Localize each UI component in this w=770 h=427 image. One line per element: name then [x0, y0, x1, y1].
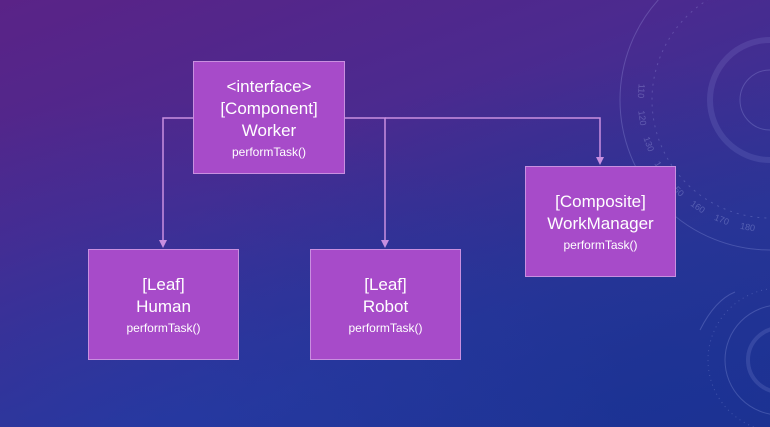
dial-ring-inner: [707, 37, 770, 163]
dial-ring-core: [739, 69, 770, 131]
robot-kind: [Leaf]: [364, 274, 407, 294]
node-robot: [Leaf] Robot performTask(): [310, 249, 461, 360]
worker-stereotype: <interface>: [226, 76, 312, 96]
edge-worker-to-workmanager: [385, 117, 604, 165]
dial-ring-outer: [619, 0, 770, 251]
dial-number-label: 180: [739, 221, 756, 233]
human-name: Human: [136, 296, 191, 316]
bottom-ring-dotted: [707, 288, 770, 427]
workmanager-name: WorkManager: [547, 213, 654, 233]
dial-number-label: 130: [642, 135, 657, 153]
human-kind: [Leaf]: [142, 274, 185, 294]
node-worker: <interface> [Component] Worker performTa…: [193, 61, 345, 174]
worker-kind: [Component]: [220, 98, 318, 118]
bottom-ring-inner: [746, 327, 770, 393]
edge-worker-to-robot: [345, 117, 389, 248]
robot-name: Robot: [362, 296, 409, 316]
bottom-ring-outer: [724, 305, 770, 415]
human-method: performTask(): [126, 320, 201, 335]
worker-method: performTask(): [231, 144, 306, 159]
robot-method: performTask(): [348, 320, 423, 335]
worker-name: Worker: [241, 120, 297, 140]
workmanager-kind: [Composite]: [555, 191, 646, 211]
node-human: [Leaf] Human performTask(): [88, 249, 239, 360]
arc-arrow: [699, 291, 736, 331]
node-workmanager: [Composite] WorkManager performTask(): [525, 166, 676, 277]
edge-worker-to-human: [159, 117, 193, 248]
workmanager-method: performTask(): [563, 237, 638, 252]
dial-number-label: 110: [636, 83, 647, 98]
dial-number-label: 120: [636, 110, 648, 126]
